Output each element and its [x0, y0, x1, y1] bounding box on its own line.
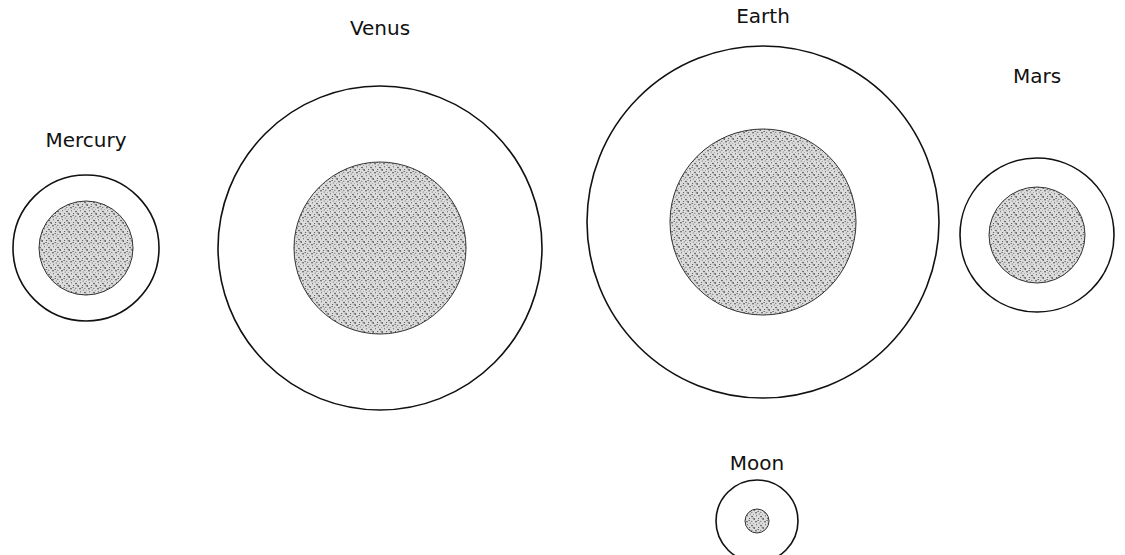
planet-outline: [715, 479, 799, 555]
label-holder: Moon: [730, 451, 784, 475]
planet-circle: Moon: [715, 479, 799, 555]
planet-name: Venus: [350, 16, 410, 40]
planet-circle: Mars: [959, 157, 1115, 313]
outer-shell: [960, 158, 1114, 312]
outer-shell: [218, 86, 542, 410]
stippled-core: [670, 129, 856, 315]
planet-circle: Mercury: [12, 174, 160, 322]
planet-outline: [12, 174, 160, 322]
planet-name: Mars: [1013, 64, 1061, 88]
planet-outline: [586, 45, 940, 399]
outer-shell: [587, 46, 939, 398]
stippled-core: [39, 201, 133, 295]
stippled-core: [294, 162, 466, 334]
planet-name: Earth: [736, 4, 790, 28]
planet-outline: [959, 157, 1115, 313]
stippled-core: [745, 509, 769, 533]
label-holder: Mars: [1013, 64, 1061, 88]
outer-shell: [716, 480, 798, 555]
label-holder: Mercury: [45, 128, 126, 152]
planet-outline: [217, 85, 543, 411]
planet-circle: Earth: [586, 45, 940, 399]
planet-name: Moon: [730, 451, 784, 475]
planet-name: Mercury: [45, 128, 126, 152]
label-holder: Venus: [350, 16, 410, 40]
label-holder: Earth: [736, 4, 790, 28]
outer-shell: [13, 175, 159, 321]
stippled-core: [989, 187, 1085, 283]
planet-circle: Venus: [217, 85, 543, 411]
